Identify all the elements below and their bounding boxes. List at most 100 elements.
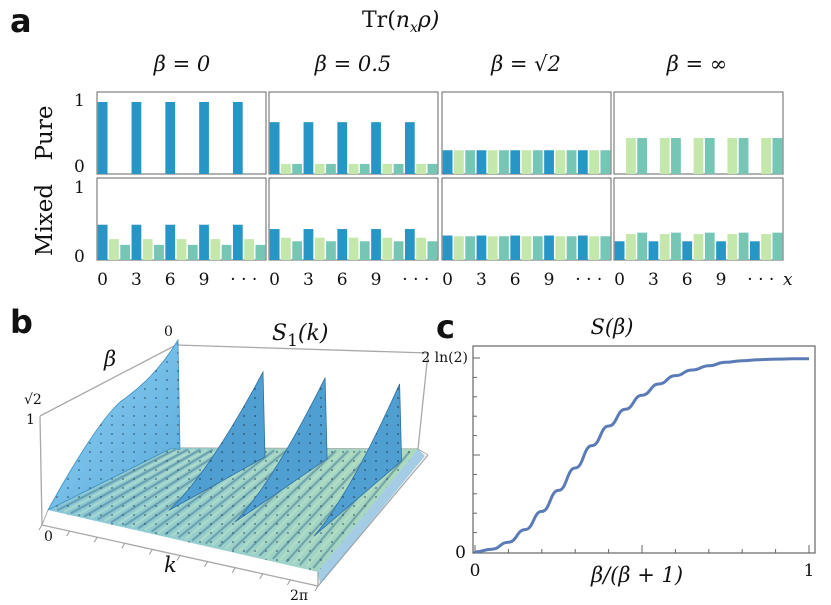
- bar-1-0-8: [187, 244, 198, 260]
- k-tick-mark-6: [204, 561, 209, 567]
- bar-1-1-1: [281, 237, 291, 260]
- x-tick-0-0: 0: [97, 270, 108, 290]
- bar-1-0-2: [120, 244, 131, 260]
- panel-a-title: Tr(nxρ): [362, 8, 439, 36]
- bar-1-2-1: [454, 236, 464, 260]
- bar-1-3-13: [761, 234, 771, 260]
- row-label-pure: Pure: [32, 106, 58, 161]
- bar-0-2-14: [600, 150, 611, 174]
- bar-0-1-14: [427, 163, 438, 174]
- c-xtick-1: 1: [804, 561, 815, 581]
- box-back-top: [39, 344, 429, 450]
- x-tick-1-0: 0: [269, 270, 280, 290]
- bar-1-0-14: [255, 244, 266, 260]
- x-tick-1-3: 9: [371, 270, 382, 290]
- bar-0-1-8: [359, 163, 370, 174]
- bar-1-2-5: [499, 236, 509, 260]
- x-tick-1-4: · · ·: [402, 270, 429, 290]
- panel-c-frame: [472, 345, 816, 554]
- box-left-edge: [39, 415, 43, 526]
- bar-0-3-14: [772, 138, 783, 174]
- k-tick-0: 0: [44, 529, 53, 545]
- panel-a-title-n: n: [396, 8, 410, 33]
- bar-1-3-1: [626, 234, 636, 260]
- bar-1-1-6: [337, 229, 348, 260]
- c-ytick-top: 2 ln(2): [421, 350, 468, 366]
- bar-1-1-11: [393, 241, 404, 260]
- bar-0-2-8: [532, 150, 543, 174]
- bar-0-1-5: [326, 163, 336, 174]
- x-tick-3-1: 3: [648, 270, 659, 290]
- entropy-curve: [474, 357, 809, 554]
- bar-1-2-10: [555, 236, 566, 260]
- c-xlabel: β/(β + 1): [590, 563, 683, 587]
- k-tick-mark-0: [38, 524, 43, 531]
- k-tick-mark-8: [259, 573, 264, 580]
- bar-0-2-10: [555, 150, 566, 174]
- k-tick-mark-5: [176, 555, 181, 561]
- bar-0-2-7: [521, 150, 532, 174]
- c-xtick-0: 0: [470, 561, 481, 581]
- panel-b-title-fn: S: [272, 321, 287, 346]
- bar-1-2-14: [600, 236, 611, 260]
- col-header-0: β = 0: [153, 52, 210, 76]
- k-tick-mark-7: [231, 567, 236, 573]
- panel-letter-a: a: [10, 2, 32, 40]
- bar-0-0-3: [131, 102, 142, 174]
- bar-0-0-9: [199, 102, 209, 174]
- k-tick-mark-4: [148, 549, 153, 555]
- x-tick-0-4: · · ·: [230, 270, 257, 290]
- bar-0-1-13: [416, 163, 426, 174]
- bar-1-3-6: [682, 241, 693, 260]
- bar-0-3-11: [738, 138, 749, 174]
- x-tick-0-1: 3: [131, 270, 142, 290]
- bar-0-1-9: [371, 122, 381, 174]
- bar-1-3-0: [614, 241, 625, 260]
- bar-1-2-7: [521, 236, 532, 260]
- bar-0-1-1: [281, 163, 291, 174]
- bar-0-2-0: [442, 150, 453, 174]
- bar-0-1-11: [393, 163, 404, 174]
- bar-0-2-1: [454, 150, 464, 174]
- x-tick-3-4: · · ·: [747, 270, 774, 290]
- bar-1-0-13: [244, 239, 254, 260]
- bar-1-2-3: [476, 235, 487, 260]
- panel-c: S(β) 2 ln(2) 0 0 1 β/(β + 1): [421, 315, 816, 587]
- bar-1-1-2: [292, 241, 303, 260]
- k-tick-2pi: 2π: [290, 588, 308, 604]
- bar-1-3-8: [704, 232, 715, 260]
- bar-0-3-10: [727, 138, 738, 174]
- bar-1-2-6: [510, 235, 521, 260]
- x-axis-label: x: [783, 270, 793, 290]
- bar-1-3-12: [749, 241, 760, 260]
- bar-0-1-2: [292, 163, 303, 174]
- col-header-2: β = √2: [490, 52, 561, 76]
- bar-1-1-9: [371, 229, 381, 260]
- bar-1-0-6: [165, 224, 176, 260]
- bar-1-3-11: [738, 232, 749, 260]
- x-tick-0-3: 9: [199, 270, 210, 290]
- bar-grid: [96, 91, 784, 261]
- x-tick-0-2: 6: [165, 270, 176, 290]
- panel-b-title-sub: 1: [287, 331, 298, 351]
- col-header-3: β = ∞: [666, 52, 728, 76]
- bar-0-2-9: [544, 150, 554, 174]
- x-tick-2-3: 9: [544, 270, 555, 290]
- x-tick-3-0: 0: [614, 270, 625, 290]
- c-ytick-0: 0: [455, 543, 466, 563]
- bar-1-1-4: [314, 237, 325, 260]
- bar-0-3-8: [704, 138, 715, 174]
- bar-1-0-10: [210, 239, 221, 260]
- beta-tick-1: 1: [26, 412, 35, 428]
- surface-front-wall: [318, 449, 425, 584]
- bar-0-1-4: [314, 163, 325, 174]
- panel-a-title-x: x: [410, 20, 418, 36]
- bar-1-3-2: [637, 232, 648, 260]
- k-tick-mark-1: [66, 530, 71, 537]
- bar-1-3-7: [693, 234, 704, 260]
- box-right-top: [417, 448, 429, 456]
- bar-1-2-9: [544, 235, 554, 260]
- bar-0-0-6: [165, 102, 176, 174]
- bar-0-3-4: [659, 138, 670, 174]
